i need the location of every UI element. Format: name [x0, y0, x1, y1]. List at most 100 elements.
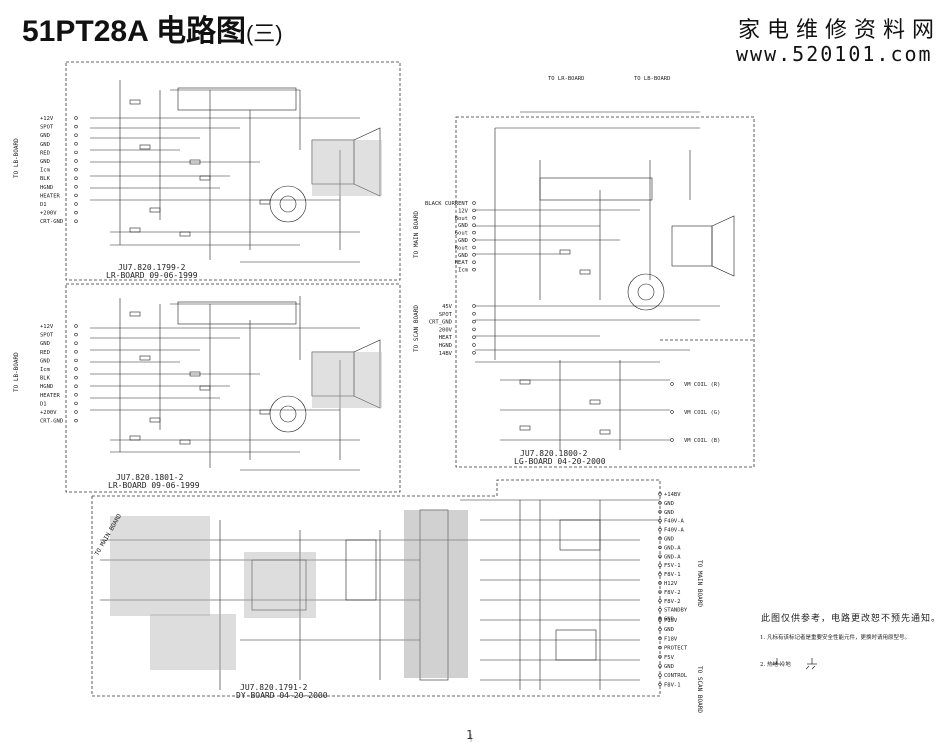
pin-label: D1 [40, 202, 47, 208]
note-line-2: 2. 热地 冷地 [760, 662, 791, 668]
pin-label: SPOT [40, 125, 54, 131]
pin-terminal [472, 223, 476, 227]
lg-board-outline [455, 116, 755, 468]
pin-terminal [74, 133, 78, 137]
dy-board-outline [91, 479, 661, 697]
pin-terminal [658, 572, 662, 576]
lr-board-bottom-outline [65, 283, 401, 493]
pin-label: GND [40, 142, 50, 148]
pin-terminal [74, 418, 78, 423]
pin-terminal [472, 319, 476, 324]
dy-main-side-label: TO MAIN BOARD [696, 560, 703, 607]
pin-terminal [74, 341, 78, 345]
pin-terminal [74, 410, 78, 414]
pin-terminal [658, 645, 662, 650]
lg-top-label-lr: TO LR-BOARD [548, 76, 584, 82]
pin-label: BLK [40, 176, 51, 182]
pin-label: SPOT [40, 333, 54, 339]
pin-label: Gout [455, 231, 468, 237]
pin-label: RED [40, 350, 50, 356]
pin-label: Icm [40, 168, 51, 174]
pin-label: +200V [40, 410, 57, 416]
pin-label: F8V-2 [664, 590, 681, 596]
pin-terminal [658, 501, 662, 505]
pin-label: BLACK CURRENT [425, 201, 469, 207]
pin-terminal [658, 590, 662, 594]
pin-label: D1 [40, 401, 47, 407]
pin-label: +12V [40, 324, 54, 330]
pin-terminal [658, 536, 662, 541]
lg-scan-side-label: TO SCAN BOARD [413, 305, 420, 352]
pin-label: Bout [455, 216, 468, 222]
pin-label: F5V-1 [664, 563, 681, 569]
pin-label: HGND [40, 384, 53, 390]
pin-terminal [74, 202, 78, 206]
pin-terminal [472, 253, 476, 257]
note-line-1: 1. 凡标有该标记者是重要安全性能元件，更换时请用原型号。 [760, 635, 910, 641]
pin-terminal [658, 607, 662, 612]
lr-bottom-side-label: TO LB-BOARD [13, 352, 20, 392]
pin-terminal [658, 664, 662, 668]
pin-terminal [472, 260, 476, 264]
pin-terminal [658, 527, 662, 532]
pin-terminal [670, 438, 674, 442]
page-title: 51PT28A 电路图(三) [22, 6, 283, 50]
pin-terminal [74, 167, 78, 172]
pin-label: RED [40, 150, 50, 156]
pin-label: F8V-1 [664, 572, 681, 578]
pin-terminal [74, 176, 78, 180]
pin-terminal [472, 343, 476, 347]
pin-terminal [472, 351, 476, 355]
pin-terminal [658, 492, 662, 496]
pin-terminal [670, 410, 674, 414]
pin-label: HEAT [439, 335, 453, 341]
pin-terminal [658, 618, 662, 622]
lg-main-side-label: TO MAIN BOARD [413, 211, 420, 258]
pin-terminal [658, 682, 662, 687]
pin-label: Icm [40, 367, 51, 373]
pin-label: GND [664, 627, 674, 633]
pin-label: GND [40, 159, 50, 165]
pin-terminal [658, 581, 662, 585]
page-number: 1 [466, 728, 474, 742]
pin-terminal [658, 554, 662, 558]
pin-label: F8V-1 [664, 682, 681, 688]
pin-terminal [472, 267, 476, 272]
lr-board-top [90, 80, 381, 263]
pin-terminal [74, 401, 78, 406]
pin-label: F40V-A [664, 528, 685, 534]
lr-board-bottom [90, 296, 381, 471]
pin-label: PROTECT [664, 646, 688, 652]
pin-terminal [472, 238, 476, 242]
pin-terminal [74, 324, 78, 328]
pin-label: CRT_GND [429, 320, 452, 326]
pin-terminal [658, 636, 662, 641]
pin-terminal [658, 563, 662, 567]
pin-terminal [658, 627, 662, 631]
pin-label: GND [458, 223, 468, 229]
lr-top-caption-name: LR-BOARD 09-06-1999 [106, 271, 198, 280]
pin-label: H12V [664, 581, 678, 587]
lr-top-side-label: TO LB-BOARD [13, 138, 20, 178]
lr-board-bottom-shading [312, 352, 382, 408]
pin-terminal [472, 245, 476, 250]
dy-scan-side-label: TO SCAN BOARD [696, 666, 703, 713]
pin-terminal [74, 150, 78, 155]
pin-terminal [658, 655, 662, 659]
pin-label: HEATER [40, 193, 61, 199]
pin-terminal [74, 124, 78, 129]
pin-terminal [472, 304, 476, 308]
pin-label: BLK [40, 376, 51, 382]
pin-label: GND [664, 617, 674, 623]
pin-terminal [74, 219, 78, 223]
ground-symbols [772, 658, 817, 670]
brand-watermark-url: www.520101.com [736, 42, 933, 66]
pin-label: SPOT [439, 312, 453, 318]
pin-label: +14BV [664, 492, 681, 498]
pin-label: 12V [458, 208, 469, 214]
title-suffix: (三) [245, 21, 283, 46]
pin-label: F5V [664, 655, 675, 661]
pin-label: +200V [40, 211, 57, 217]
pin-label: GND [458, 238, 468, 244]
pin-terminal [74, 367, 78, 371]
